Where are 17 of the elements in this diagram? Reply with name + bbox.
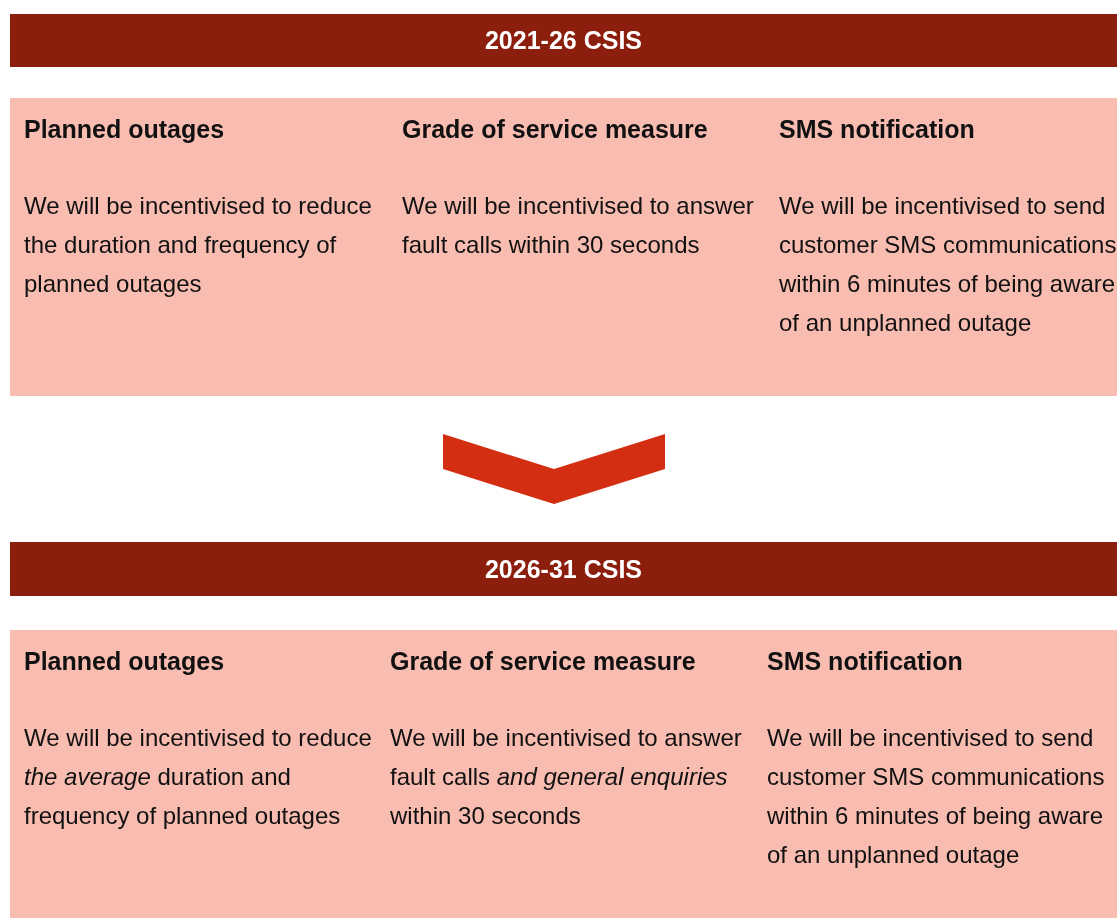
column-heading: SMS notification	[779, 114, 976, 145]
panel-background	[10, 98, 1117, 396]
header-band: 2021-26 CSIS	[10, 14, 1117, 67]
description-text: We will be incentivised to reduce the average duration and frequency of planned outages	[24, 723, 373, 831]
column-heading: Grade of service measure	[402, 114, 709, 145]
description-text: We will be incentivised to send customer SMS communications within 6 minutes of being aware of an unplanned outage	[767, 723, 1106, 870]
chevron-arrow	[443, 434, 665, 504]
panel-background	[10, 630, 1117, 918]
description-text: We will be incentivised to reduce the duration and frequency of planned outages	[24, 191, 373, 299]
column-heading: Grade of service measure	[390, 646, 697, 677]
column-heading: Planned outages	[24, 646, 226, 677]
column-heading: SMS notification	[767, 646, 964, 677]
description-text: We will be incentivised to answer fault calls within 30 seconds	[402, 191, 755, 260]
description-text: We will be incentivised to answer fault calls and general enquiries within 30 seconds	[390, 723, 743, 831]
column-heading: Planned outages	[24, 114, 226, 145]
description-text: We will be incentivised to send customer SMS communications within 6 minutes of being aware of an unplanned outage	[779, 191, 1117, 338]
header-band: 2026-31 CSIS	[10, 542, 1117, 596]
